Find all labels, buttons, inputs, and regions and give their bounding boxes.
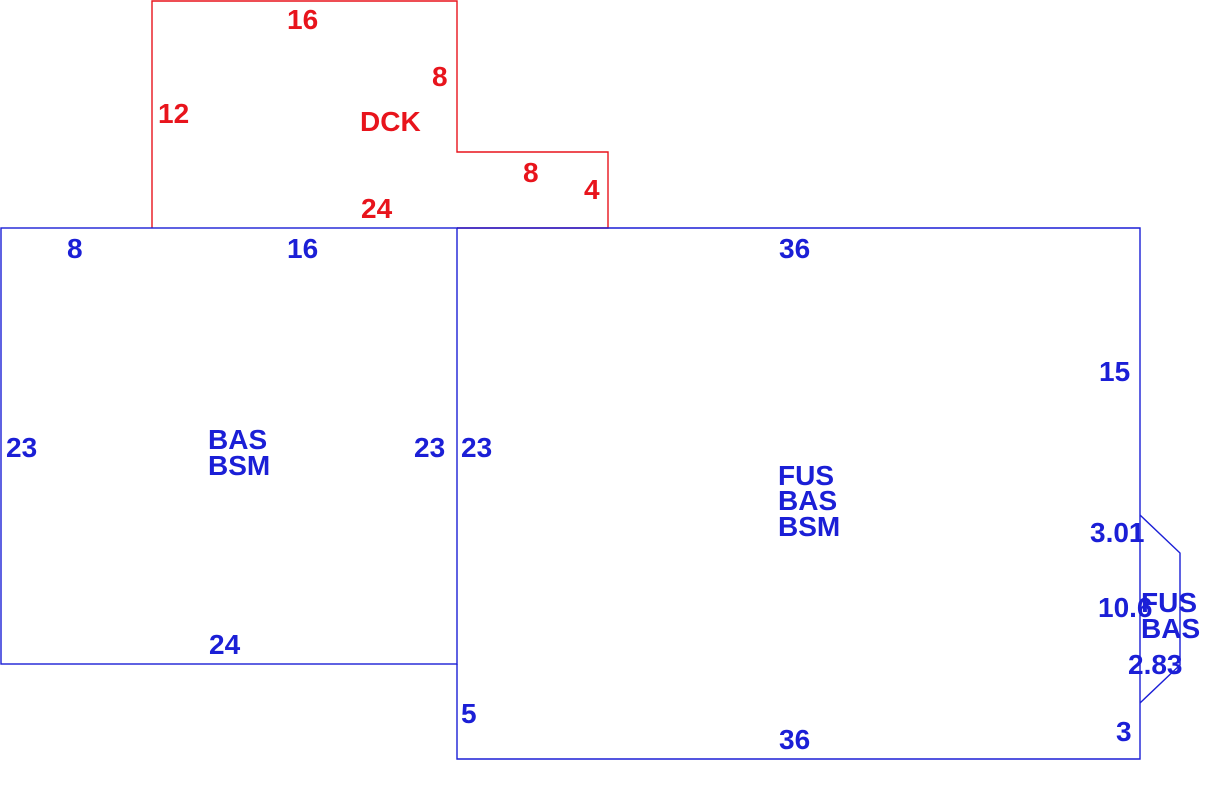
bay-code-1: FUS (1141, 587, 1197, 618)
main-dim-right-upper: 15 (1099, 356, 1130, 387)
deck-dim-step-top: 8 (523, 157, 539, 188)
bay-dim-lower-diag: 2.83 (1128, 649, 1183, 680)
left-code-2: BSM (208, 450, 270, 481)
deck-dim-top: 16 (287, 4, 318, 35)
bay-dim-bottom-right: 3 (1116, 716, 1132, 747)
main-code-2: BAS (778, 485, 837, 516)
left-section-outline (0, 227, 458, 665)
main-code-1: FUS (778, 460, 834, 491)
left-dim-top-a: 8 (67, 233, 83, 264)
main-dim-left-lower: 5 (461, 698, 477, 729)
bay-code-2: BAS (1141, 613, 1200, 644)
left-dim-left: 23 (6, 432, 37, 463)
bay-dim-face: 10.6 (1098, 592, 1153, 623)
main-dim-left: 23 (461, 432, 492, 463)
deck-dim-bottom: 24 (361, 193, 393, 224)
deck-dim-left: 12 (158, 98, 189, 129)
bay-dim-upper-diag: 3.01 (1090, 517, 1145, 548)
left-dim-bottom: 24 (209, 629, 241, 660)
left-dim-right: 23 (414, 432, 445, 463)
main-dim-bottom: 36 (779, 724, 810, 755)
main-dim-top: 36 (779, 233, 810, 264)
main-code-3: BSM (778, 511, 840, 542)
bay-outline (1139, 514, 1181, 704)
deck-dim-step-right: 4 (584, 174, 600, 205)
left-code-1: BAS (208, 424, 267, 455)
main-section-outline (456, 227, 1141, 760)
deck-dim-right-upper: 8 (432, 61, 448, 92)
left-dim-top-b: 16 (287, 233, 318, 264)
deck-code: DCK (360, 106, 421, 137)
